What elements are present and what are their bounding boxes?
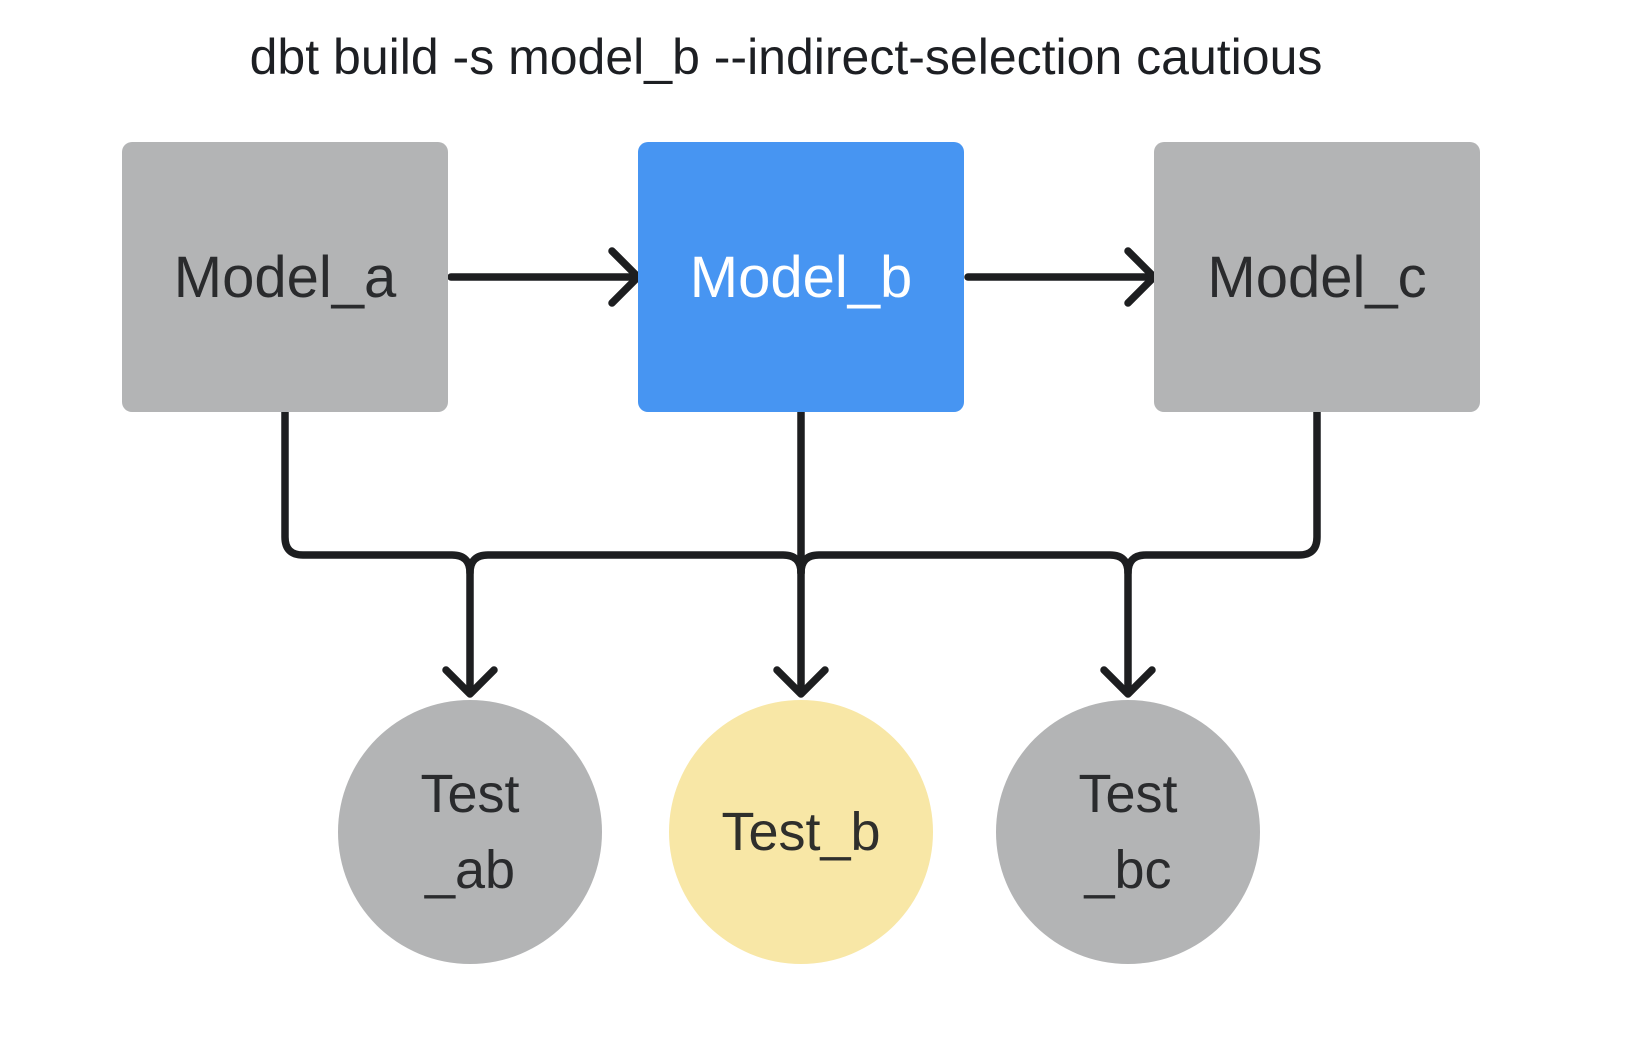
edge-bus-left-segment [466, 551, 805, 577]
node-test-b: Test_b [669, 700, 933, 964]
node-test-bc-label-line2: _bc [1084, 840, 1172, 900]
edge-model-a-to-test-ab [281, 408, 474, 692]
diagram-title: dbt build -s model_b --indirect-selectio… [249, 29, 1323, 85]
node-model-a-label: Model_a [173, 244, 397, 310]
node-model-c: Model_c [1154, 142, 1480, 412]
node-test-bc: Test _bc [996, 700, 1260, 964]
node-test-ab-label-line2: _ab [424, 840, 516, 900]
node-model-b: Model_b [638, 142, 964, 412]
node-test-bc-label-line1: Test [1078, 764, 1178, 824]
node-model-b-label: Model_b [689, 244, 913, 310]
node-test-b-label: Test_b [721, 802, 881, 862]
node-model-a: Model_a [122, 142, 448, 412]
arrowhead-test-ab-icon [442, 666, 498, 698]
node-test-ab-label-line1: Test [420, 764, 520, 824]
arrowhead-test-bc-icon [1100, 666, 1156, 698]
node-model-c-label: Model_c [1207, 244, 1427, 310]
edge-bus-right-segment [797, 551, 1132, 577]
node-test-ab: Test _ab [338, 700, 602, 964]
arrowhead-test-b-icon [773, 666, 829, 698]
edge-model-c-to-test-bc [1124, 408, 1321, 692]
